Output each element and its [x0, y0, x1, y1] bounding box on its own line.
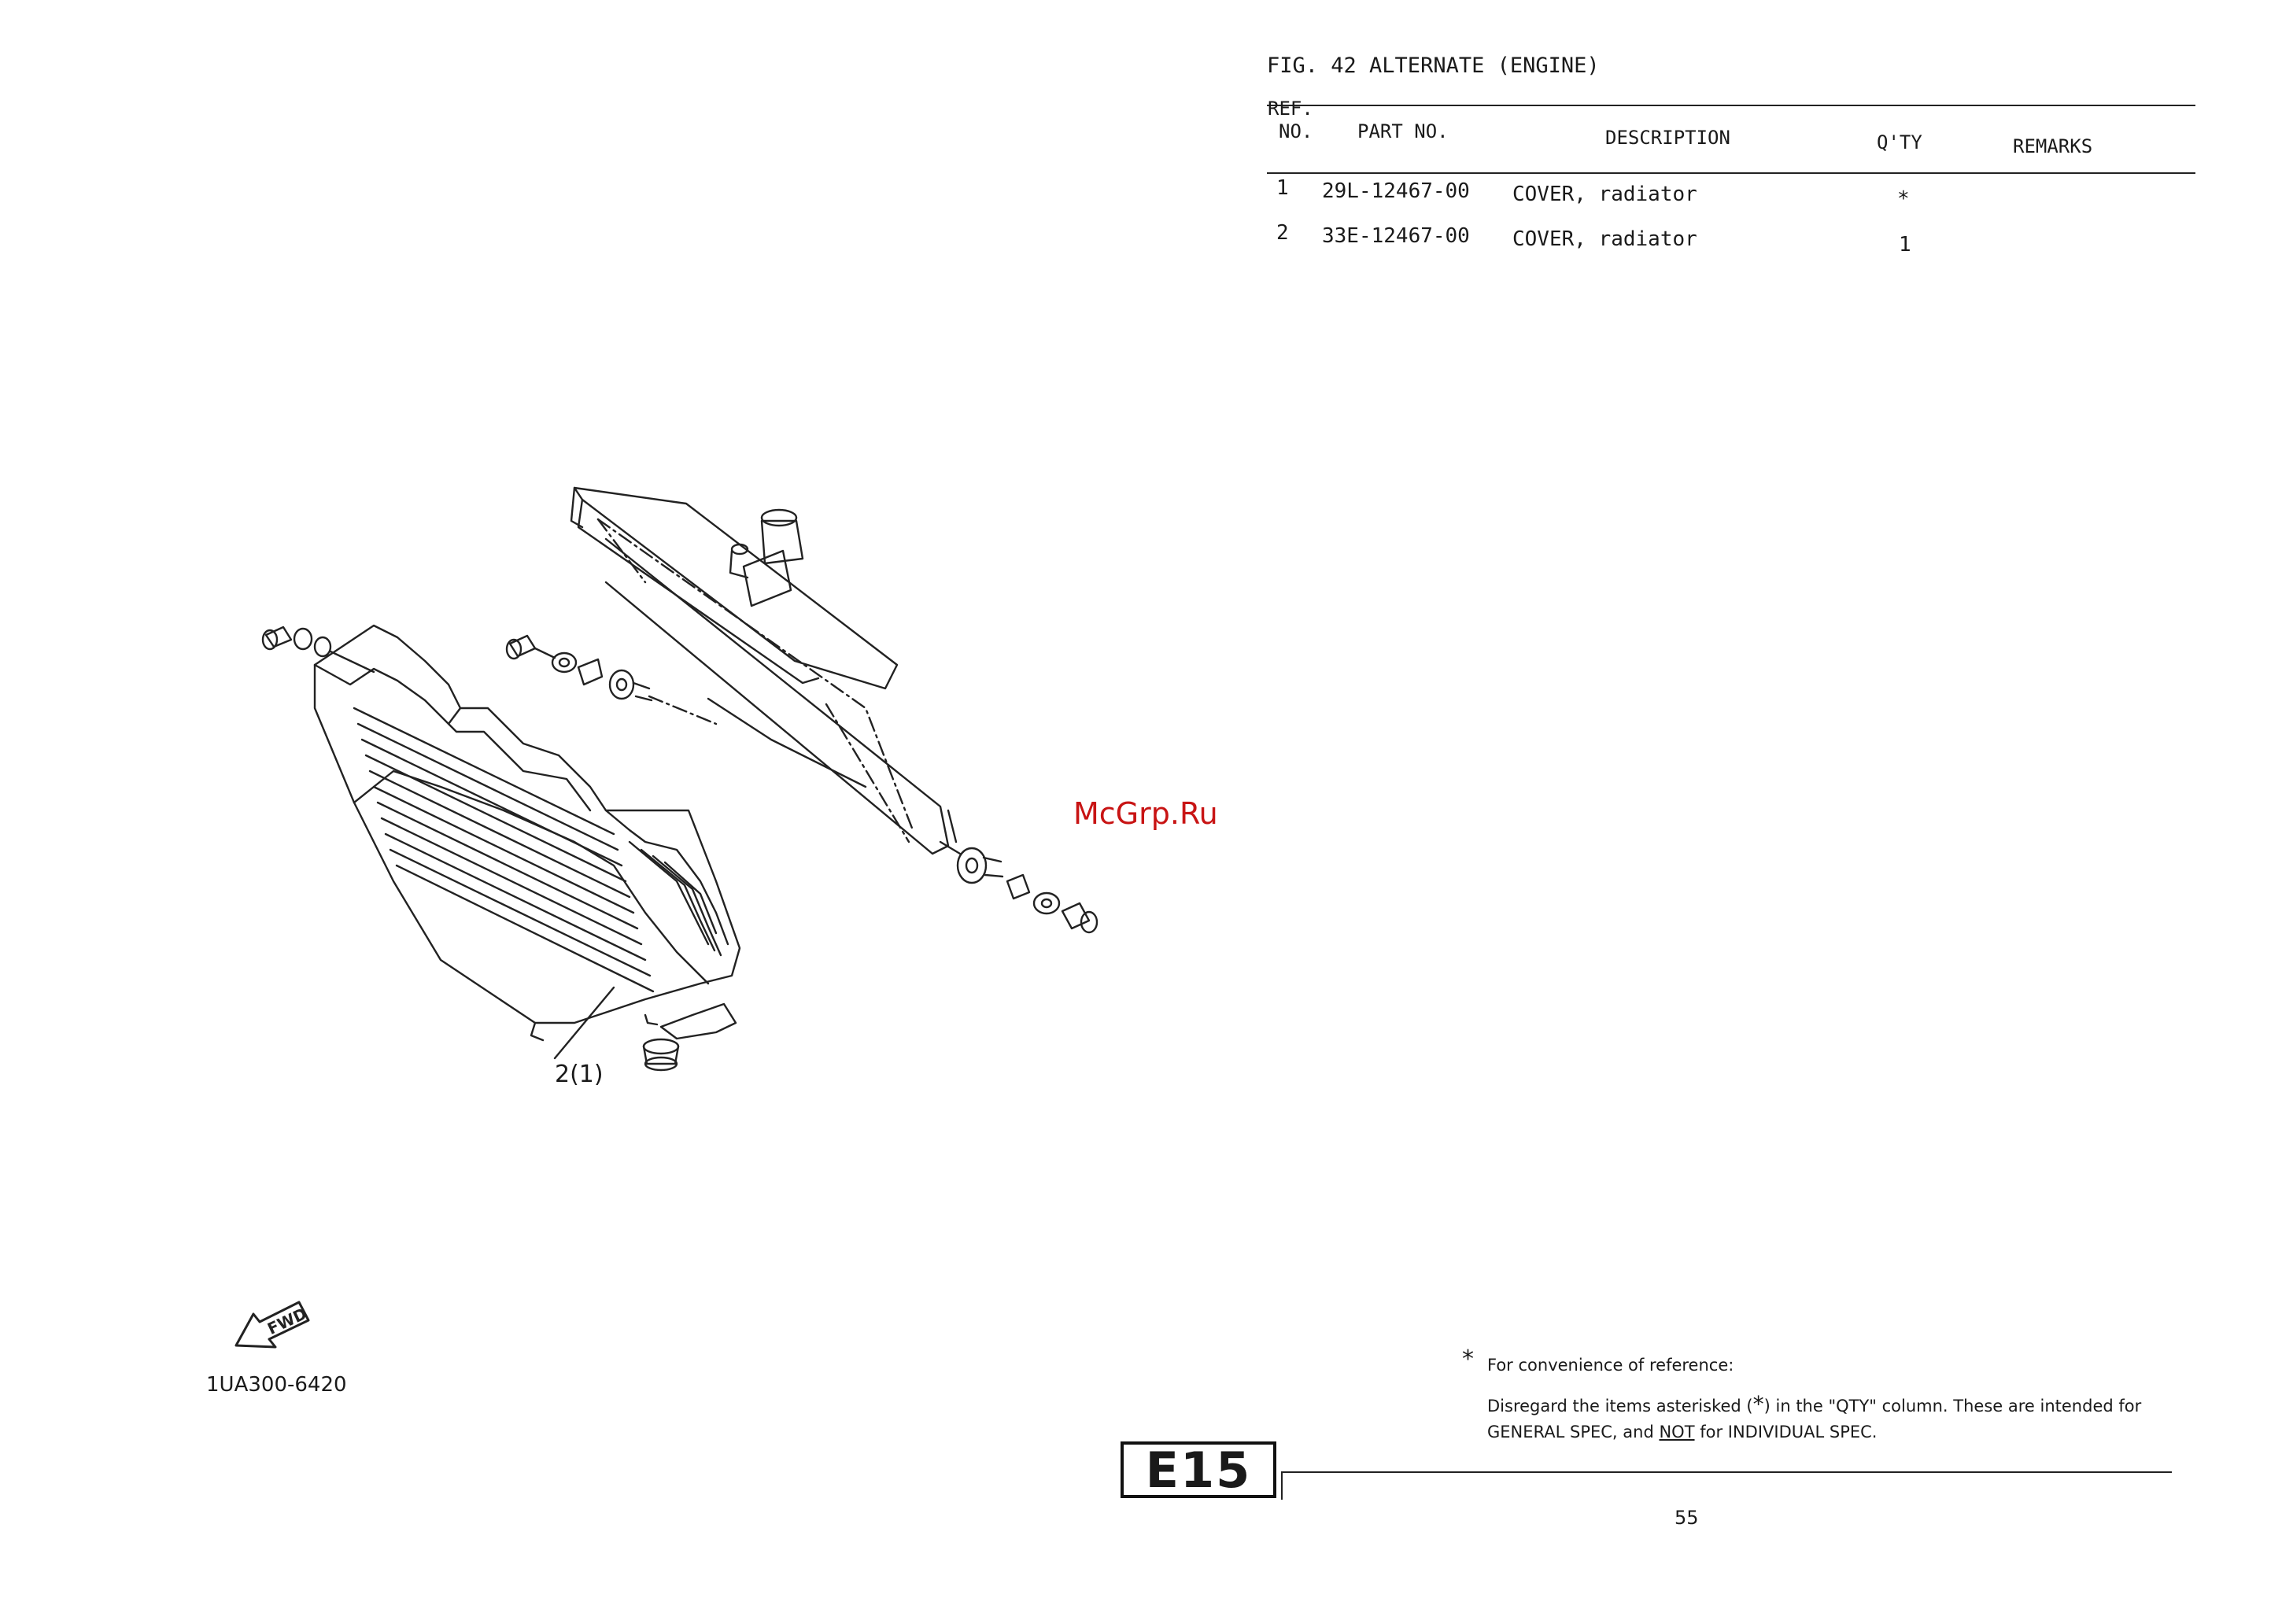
footer-rule-tick [1281, 1471, 1283, 1500]
radiator-drawing [570, 486, 958, 855]
section-code-box: E15 [1121, 1441, 1276, 1499]
col-header-part-no: PART NO. [1357, 120, 1449, 142]
radiator-cover-exploded-diagram [261, 486, 1098, 1072]
table-row-1-ref: 1 [1276, 176, 1289, 200]
lower-right-bolt-set-drawing [939, 840, 1098, 934]
footnote-line-3-end: for INDIVIDUAL SPEC. [1694, 1423, 1878, 1441]
callout-label: 2(1) [555, 1061, 604, 1088]
upper-left-bolt-drawing [261, 626, 375, 674]
footnote-not: NOT [1659, 1423, 1695, 1441]
footer-rule [1283, 1471, 2172, 1473]
watermark: McGrp.Ru [1073, 796, 1218, 831]
table-row-2-part-no: 33E-12467-00 [1322, 224, 1470, 248]
col-header-description: DESCRIPTION [1605, 127, 1730, 149]
col-header-ref-line2: NO. [1279, 120, 1313, 142]
footnote-line-2-start: Disregard the items asterisked ( [1487, 1397, 1753, 1415]
page-number: 55 [1675, 1507, 1699, 1529]
middle-bolt-set-drawing [505, 634, 718, 725]
footnote-line-2-end: ) in the "QTY" column. These are intende… [1763, 1397, 2142, 1415]
table-row-1-qty: * [1897, 187, 1910, 211]
footnote-line-2: Disregard the items asterisked (*) in th… [1487, 1391, 2141, 1417]
table-row-2-ref: 2 [1276, 221, 1289, 245]
footnote-line-3: GENERAL SPEC, and NOT for INDIVIDUAL SPE… [1487, 1423, 1877, 1441]
col-header-ref-line1: REF. [1268, 98, 1313, 120]
col-header-remarks: REMARKS [2013, 135, 2093, 157]
footnote-asterisk: * [1752, 1391, 1764, 1417]
table-header-rule [1267, 172, 2195, 174]
radiator-cover-drawing [313, 624, 741, 1072]
table-row-1-description: COVER, radiator [1512, 183, 1697, 206]
footnote-line-1: For convenience of reference: [1487, 1356, 1734, 1375]
footnote-line-3-start: GENERAL SPEC, and [1487, 1423, 1660, 1441]
table-top-rule [1267, 105, 2195, 106]
figure-code: 1UA300-6420 [206, 1373, 347, 1397]
table-row-2-description: COVER, radiator [1512, 227, 1697, 251]
table-row-2-qty: 1 [1899, 233, 1911, 257]
table-row-1-part-no: 29L-12467-00 [1322, 179, 1470, 203]
footnote-star: * [1462, 1345, 1474, 1373]
fwd-arrow-icon: FWD [234, 1301, 310, 1349]
col-header-qty: Q'TY [1877, 131, 1922, 153]
figure-title: FIG. 42 ALTERNATE (ENGINE) [1267, 54, 1600, 78]
